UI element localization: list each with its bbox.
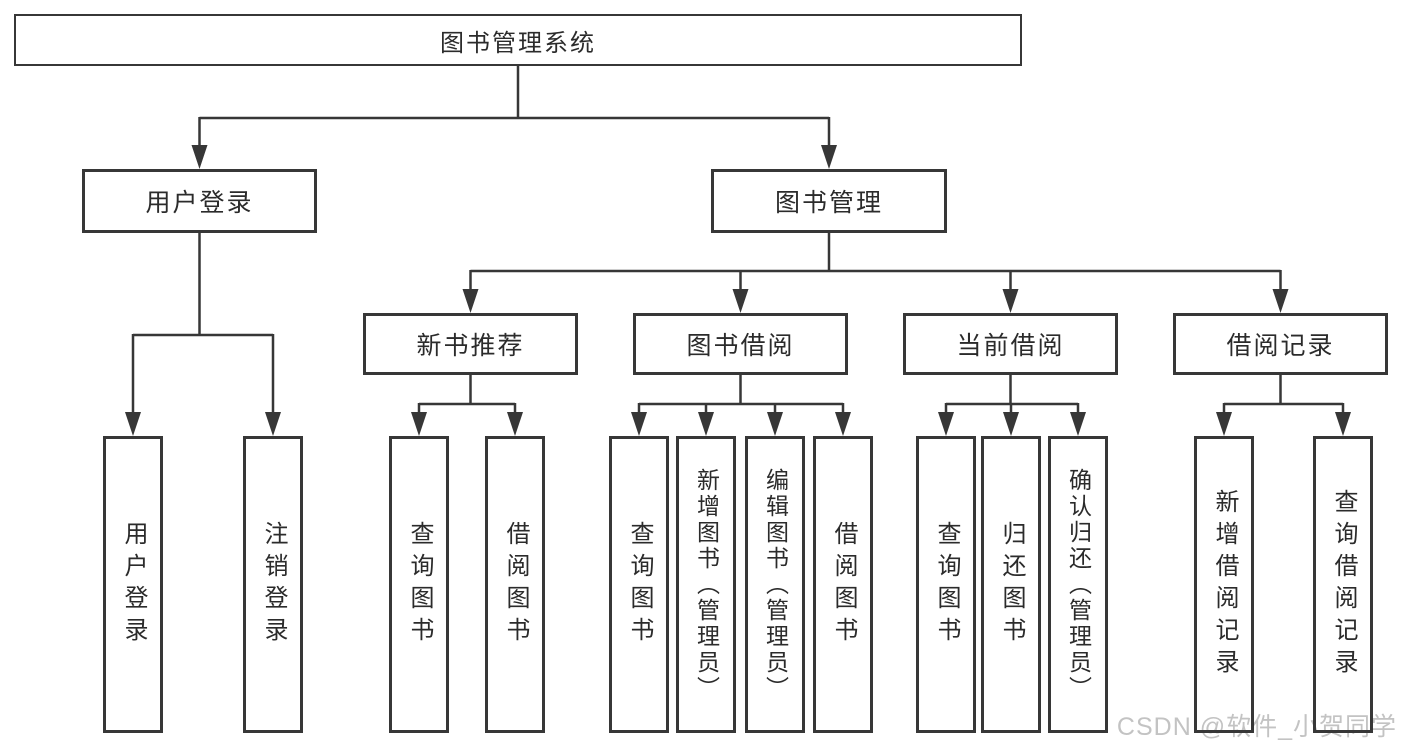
- leaf-node-cb-confirm-return-admin: 确认归还（管理员）: [1048, 436, 1108, 733]
- leaf-node-label: 借阅图书: [502, 520, 529, 649]
- leaf-node-bb-borrow-book: 借阅图书: [813, 436, 873, 733]
- leaf-node-rec-borrow-book: 借阅图书: [485, 436, 545, 733]
- arrowhead: [1003, 412, 1019, 436]
- arrowhead: [1216, 412, 1232, 436]
- connector-current-borrow-branch: [938, 375, 1086, 436]
- arrowhead: [821, 145, 837, 169]
- root-node-label: 图书管理系统: [440, 29, 596, 57]
- leaf-node-br-add-record: 新增借阅记录: [1194, 436, 1254, 733]
- connector-user-login-branch: [125, 233, 281, 436]
- leaf-node-label: 归还图书: [998, 520, 1025, 649]
- arrowhead: [462, 289, 479, 313]
- leaf-node-label: 注销登录: [260, 520, 287, 649]
- connector-book-mgmt-to-level3: [462, 233, 1289, 313]
- section-node-label: 当前借阅: [956, 332, 1065, 360]
- leaf-node-cb-return-book: 归还图书: [981, 436, 1041, 733]
- leaf-node-label: 查询图书: [626, 520, 653, 649]
- connector-root-to-level2: [191, 66, 837, 169]
- branch-node-label: 用户登录: [145, 189, 254, 217]
- leaf-node-bb-edit-book-admin: 编辑图书（管理员）: [745, 436, 805, 733]
- arrowhead: [1272, 289, 1289, 313]
- leaf-node-label: 查询图书: [406, 520, 433, 649]
- root-node-library-system: 图书管理系统: [14, 14, 1022, 66]
- arrowhead: [1002, 289, 1019, 313]
- section-node-new-book-rec: 新书推荐: [363, 313, 578, 375]
- leaf-node-cb-query-book: 查询图书: [916, 436, 976, 733]
- leaf-node-bb-query-book: 查询图书: [609, 436, 669, 733]
- leaf-node-label: 编辑图书（管理员）: [762, 467, 789, 702]
- leaf-node-label: 确认归还（管理员）: [1065, 467, 1092, 702]
- leaf-node-label: 借阅图书: [830, 520, 857, 649]
- leaf-node-label: 查询借阅记录: [1330, 488, 1357, 681]
- csdn-watermark: CSDN @软件_小贺同学: [1116, 713, 1397, 741]
- leaf-node-rec-query-book: 查询图书: [389, 436, 449, 733]
- arrowhead: [767, 412, 783, 436]
- arrowhead: [191, 145, 208, 169]
- leaf-node-logout: 注销登录: [243, 436, 303, 733]
- arrowhead: [1335, 412, 1351, 436]
- arrowhead: [835, 412, 851, 436]
- section-node-label: 图书借阅: [686, 332, 795, 360]
- connector-new-book-rec-branch: [411, 375, 523, 436]
- leaf-node-user-login: 用户登录: [103, 436, 163, 733]
- leaf-node-label: 新增图书（管理员）: [693, 467, 720, 702]
- arrowhead: [507, 412, 523, 436]
- branch-node-book-mgmt: 图书管理: [711, 169, 947, 233]
- connector-borrow-records-branch: [1216, 375, 1351, 436]
- arrowhead: [698, 412, 714, 436]
- arrowhead: [411, 412, 427, 436]
- leaf-node-label: 用户登录: [120, 520, 147, 649]
- section-node-book-borrow: 图书借阅: [633, 313, 848, 375]
- leaf-node-br-query-record: 查询借阅记录: [1313, 436, 1373, 733]
- section-node-current-borrow: 当前借阅: [903, 313, 1118, 375]
- arrowhead: [1070, 412, 1086, 436]
- arrowhead: [938, 412, 954, 436]
- leaf-node-label: 新增借阅记录: [1211, 488, 1238, 681]
- connector-book-borrow-branch: [631, 375, 851, 436]
- arrowhead: [265, 412, 281, 436]
- leaf-node-label: 查询图书: [933, 520, 960, 649]
- arrowhead: [732, 289, 749, 313]
- leaf-node-bb-add-book-admin: 新增图书（管理员）: [676, 436, 736, 733]
- section-node-label: 新书推荐: [416, 332, 525, 360]
- branch-node-user-login: 用户登录: [82, 169, 317, 233]
- section-node-label: 借阅记录: [1226, 332, 1335, 360]
- branch-node-label: 图书管理: [774, 189, 883, 217]
- section-node-borrow-records: 借阅记录: [1173, 313, 1388, 375]
- arrowhead: [125, 412, 141, 436]
- arrowhead: [631, 412, 647, 436]
